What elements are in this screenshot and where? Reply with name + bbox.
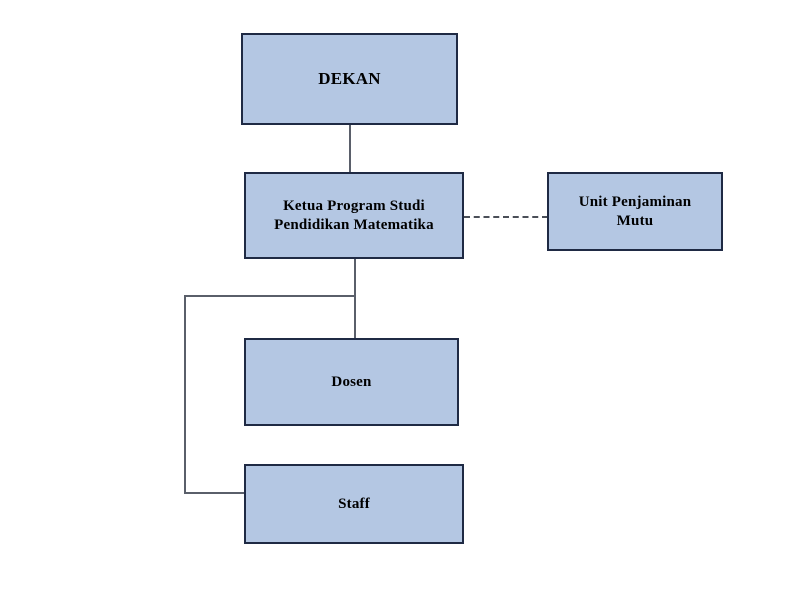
connector-bus-to-staff (184, 492, 245, 494)
node-unit-penjaminan-mutu-label: Unit Penjaminan Mutu (578, 194, 692, 229)
connector-ketua-to-unit-dashed (464, 216, 548, 218)
connector-dekan-to-ketua (349, 125, 351, 173)
node-unit-penjaminan-mutu: Unit Penjaminan Mutu (547, 172, 723, 251)
node-staff: Staff (244, 464, 464, 544)
node-ketua-program-studi: Ketua Program Studi Pendidikan Matematik… (244, 172, 464, 259)
node-dekan-label: DEKAN (318, 68, 381, 88)
node-ketua-program-studi-label: Ketua Program Studi Pendidikan Matematik… (274, 198, 434, 233)
connector-ketua-to-dosen (354, 259, 356, 339)
connector-branch-bus (184, 295, 356, 297)
node-dekan: DEKAN (241, 33, 458, 125)
connector-left-riser (184, 295, 186, 494)
node-dosen-label: Dosen (331, 373, 372, 390)
node-dosen: Dosen (244, 338, 459, 426)
node-staff-label: Staff (338, 495, 370, 512)
